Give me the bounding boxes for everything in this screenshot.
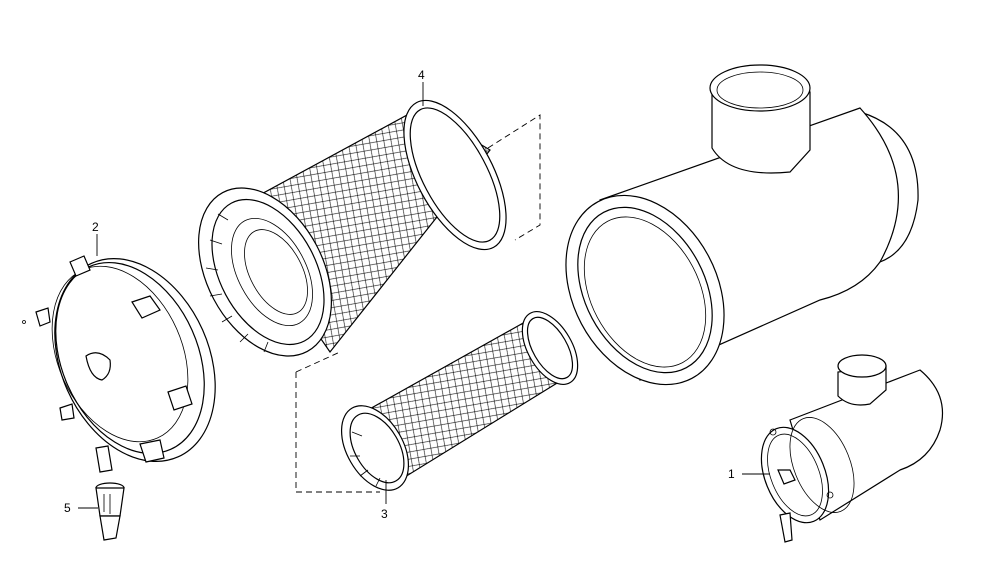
callout-label-2: 2 [92, 220, 99, 234]
callout-label-3: 3 [381, 507, 388, 521]
air-cleaner-housing [565, 64, 919, 386]
callout-5: 5 [64, 501, 98, 515]
callout-label-5: 5 [64, 501, 71, 515]
inner-safety-element [340, 311, 579, 491]
callout-label-1: 1 [728, 467, 735, 481]
callout-1: 1 [728, 467, 770, 481]
callout-4: 4 [418, 68, 425, 106]
assembled-air-cleaner [760, 354, 944, 543]
callout-2: 2 [92, 220, 99, 256]
outer-filter-element [198, 99, 507, 357]
housing-cover [22, 255, 216, 473]
callout-3: 3 [381, 480, 388, 521]
callout-label-4: 4 [418, 68, 425, 82]
assembly-dashed-path [295, 114, 541, 493]
vacuator-valve [95, 482, 125, 541]
